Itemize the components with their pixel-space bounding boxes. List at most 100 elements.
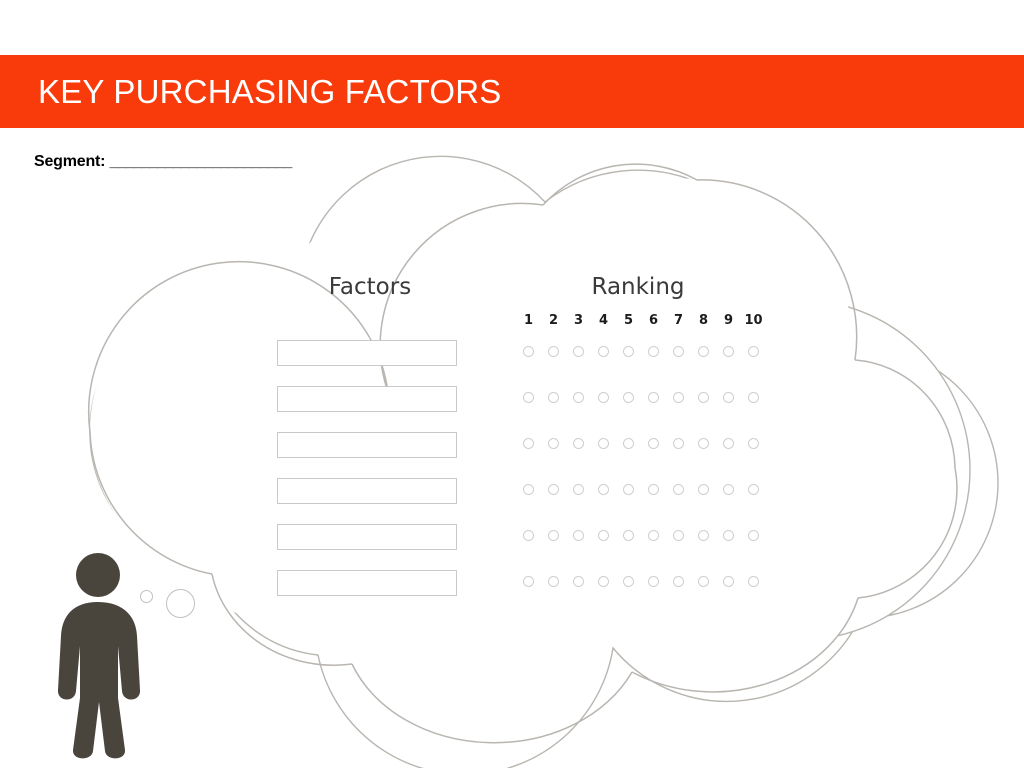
ranking-radio-dot[interactable] <box>698 392 709 403</box>
ranking-radio-dot[interactable] <box>623 530 634 541</box>
ranking-cell[interactable] <box>691 484 716 495</box>
ranking-radio-dot[interactable] <box>698 438 709 449</box>
ranking-radio-dot[interactable] <box>573 530 584 541</box>
ranking-cell[interactable] <box>516 530 541 541</box>
ranking-cell[interactable] <box>641 438 666 449</box>
ranking-cell[interactable] <box>516 346 541 357</box>
ranking-cell[interactable] <box>591 530 616 541</box>
ranking-cell[interactable] <box>741 392 766 403</box>
ranking-radio-dot[interactable] <box>548 392 559 403</box>
ranking-radio-dot[interactable] <box>723 576 734 587</box>
ranking-cell[interactable] <box>641 346 666 357</box>
ranking-cell[interactable] <box>566 576 591 587</box>
ranking-radio-dot[interactable] <box>698 346 709 357</box>
ranking-cell[interactable] <box>741 346 766 357</box>
ranking-radio-dot[interactable] <box>748 346 759 357</box>
ranking-cell[interactable] <box>591 438 616 449</box>
ranking-cell[interactable] <box>641 530 666 541</box>
ranking-radio-dot[interactable] <box>698 530 709 541</box>
ranking-radio-dot[interactable] <box>723 484 734 495</box>
ranking-radio-dot[interactable] <box>673 576 684 587</box>
ranking-cell[interactable] <box>716 346 741 357</box>
ranking-radio-dot[interactable] <box>748 530 759 541</box>
ranking-cell[interactable] <box>691 346 716 357</box>
ranking-cell[interactable] <box>691 530 716 541</box>
ranking-radio-dot[interactable] <box>523 484 534 495</box>
ranking-radio-dot[interactable] <box>648 438 659 449</box>
ranking-cell[interactable] <box>616 530 641 541</box>
ranking-cell[interactable] <box>666 438 691 449</box>
factor-input-box[interactable] <box>277 340 457 366</box>
ranking-cell[interactable] <box>666 484 691 495</box>
ranking-cell[interactable] <box>666 392 691 403</box>
ranking-radio-dot[interactable] <box>648 346 659 357</box>
ranking-cell[interactable] <box>541 576 566 587</box>
factor-input-box[interactable] <box>277 478 457 504</box>
ranking-cell[interactable] <box>716 576 741 587</box>
ranking-radio-dot[interactable] <box>548 484 559 495</box>
ranking-radio-dot[interactable] <box>548 530 559 541</box>
ranking-cell[interactable] <box>716 530 741 541</box>
ranking-cell[interactable] <box>566 484 591 495</box>
ranking-radio-dot[interactable] <box>548 438 559 449</box>
ranking-radio-dot[interactable] <box>548 576 559 587</box>
segment-blank-input[interactable]: _______________________ <box>109 153 293 170</box>
ranking-cell[interactable] <box>516 392 541 403</box>
ranking-radio-dot[interactable] <box>598 484 609 495</box>
factor-input-box[interactable] <box>277 524 457 550</box>
ranking-radio-dot[interactable] <box>523 438 534 449</box>
ranking-radio-dot[interactable] <box>598 530 609 541</box>
ranking-radio-dot[interactable] <box>623 392 634 403</box>
factor-input-box[interactable] <box>277 386 457 412</box>
ranking-cell[interactable] <box>516 484 541 495</box>
ranking-radio-dot[interactable] <box>673 484 684 495</box>
ranking-radio-dot[interactable] <box>573 346 584 357</box>
ranking-radio-dot[interactable] <box>598 392 609 403</box>
ranking-radio-dot[interactable] <box>523 576 534 587</box>
ranking-cell[interactable] <box>541 530 566 541</box>
ranking-cell[interactable] <box>566 392 591 403</box>
ranking-radio-dot[interactable] <box>648 530 659 541</box>
ranking-cell[interactable] <box>591 576 616 587</box>
ranking-radio-dot[interactable] <box>698 576 709 587</box>
ranking-radio-dot[interactable] <box>573 392 584 403</box>
ranking-radio-dot[interactable] <box>623 346 634 357</box>
ranking-cell[interactable] <box>516 438 541 449</box>
ranking-radio-dot[interactable] <box>523 346 534 357</box>
ranking-radio-dot[interactable] <box>648 392 659 403</box>
ranking-radio-dot[interactable] <box>598 346 609 357</box>
ranking-radio-dot[interactable] <box>723 438 734 449</box>
ranking-cell[interactable] <box>641 576 666 587</box>
ranking-radio-dot[interactable] <box>673 530 684 541</box>
ranking-radio-dot[interactable] <box>673 392 684 403</box>
ranking-radio-dot[interactable] <box>548 346 559 357</box>
ranking-radio-dot[interactable] <box>673 438 684 449</box>
ranking-cell[interactable] <box>666 530 691 541</box>
ranking-cell[interactable] <box>716 484 741 495</box>
ranking-cell[interactable] <box>691 438 716 449</box>
ranking-cell[interactable] <box>566 346 591 357</box>
factor-input-box[interactable] <box>277 570 457 596</box>
ranking-radio-dot[interactable] <box>748 392 759 403</box>
ranking-radio-dot[interactable] <box>523 530 534 541</box>
ranking-cell[interactable] <box>616 438 641 449</box>
ranking-radio-dot[interactable] <box>648 576 659 587</box>
ranking-cell[interactable] <box>591 346 616 357</box>
ranking-radio-dot[interactable] <box>523 392 534 403</box>
ranking-radio-dot[interactable] <box>598 576 609 587</box>
ranking-radio-dot[interactable] <box>673 346 684 357</box>
ranking-cell[interactable] <box>591 484 616 495</box>
ranking-cell[interactable] <box>591 392 616 403</box>
ranking-cell[interactable] <box>691 392 716 403</box>
ranking-radio-dot[interactable] <box>723 530 734 541</box>
ranking-cell[interactable] <box>716 392 741 403</box>
ranking-radio-dot[interactable] <box>573 484 584 495</box>
ranking-cell[interactable] <box>616 576 641 587</box>
ranking-cell[interactable] <box>741 438 766 449</box>
ranking-cell[interactable] <box>741 576 766 587</box>
ranking-cell[interactable] <box>541 438 566 449</box>
factor-input-box[interactable] <box>277 432 457 458</box>
ranking-radio-dot[interactable] <box>698 484 709 495</box>
ranking-cell[interactable] <box>616 346 641 357</box>
ranking-cell[interactable] <box>741 530 766 541</box>
